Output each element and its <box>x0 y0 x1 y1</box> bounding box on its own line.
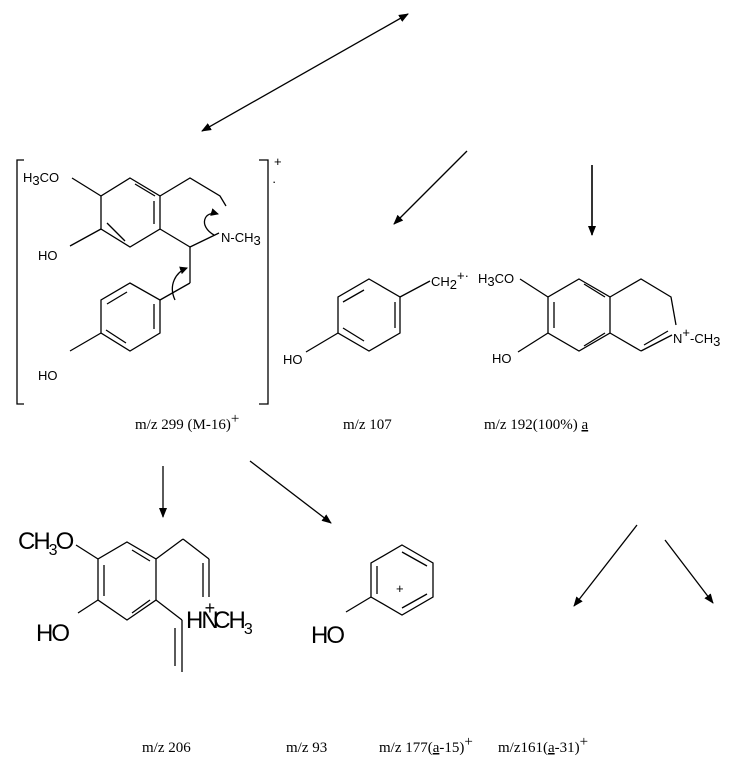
arrow-to-m93 <box>249 460 332 524</box>
n-methyl-label: N+-CH3 <box>673 325 720 349</box>
charge-label: + <box>274 154 282 169</box>
label-m299: m/z 299 (M-16)+ <box>135 411 239 433</box>
methoxy-label: H3CO <box>478 271 514 289</box>
n-methyl-label: N-CH3 <box>221 230 261 248</box>
electron-arrow <box>171 266 188 301</box>
phenyl-ring <box>370 544 434 616</box>
ring-a <box>100 177 161 248</box>
right-bracket <box>259 159 269 405</box>
label-m161: m/z161(a-31)+ <box>498 734 588 756</box>
label-m93: m/z 93 <box>286 740 327 756</box>
methoxy-label: H3CO <box>23 170 59 188</box>
hydroxy-label: HO <box>492 351 512 366</box>
structure-m107: CH2+· HO <box>283 268 469 367</box>
hydroxy-label: HO <box>38 248 58 263</box>
arrow-to-m161 <box>664 539 714 604</box>
benzyl-ring <box>337 278 401 352</box>
label-m177: m/z 177(a-15)+ <box>379 734 473 756</box>
methoxy-label: CH3O <box>18 528 74 559</box>
structure-m93: + HO <box>311 544 434 649</box>
ring-b <box>159 177 227 207</box>
label-m192: m/z 192(100%) a <box>484 417 588 433</box>
ch2-label: CH2+· <box>431 268 469 292</box>
hydroxy-label: HO <box>38 368 58 383</box>
label-m107: m/z 107 <box>343 417 392 433</box>
double-headed-arrow <box>201 13 409 132</box>
ring-c <box>100 282 161 352</box>
hydroxy-label: HO <box>311 622 344 649</box>
label-m206: m/z 206 <box>142 740 191 756</box>
ring <box>97 541 157 621</box>
structure-m299: H3CO HO N-CH3 HO + · <box>16 154 282 405</box>
charge-label: + <box>396 581 404 596</box>
arrow-to-m107 <box>393 150 468 225</box>
ring-a <box>547 278 611 352</box>
structure-m206: CH3O HO HN+CH3 <box>18 528 255 672</box>
hydroxy-label: HO <box>283 352 303 367</box>
ammonium-label: HN+CH3 <box>186 598 253 638</box>
left-bracket <box>16 159 24 405</box>
electron-arrow <box>203 208 219 236</box>
hydroxy-label: HO <box>36 620 69 647</box>
structure-m192: H3CO HO N+-CH3 <box>478 271 720 366</box>
radical-dot: · <box>272 174 276 189</box>
arrow-to-m177 <box>573 524 638 607</box>
